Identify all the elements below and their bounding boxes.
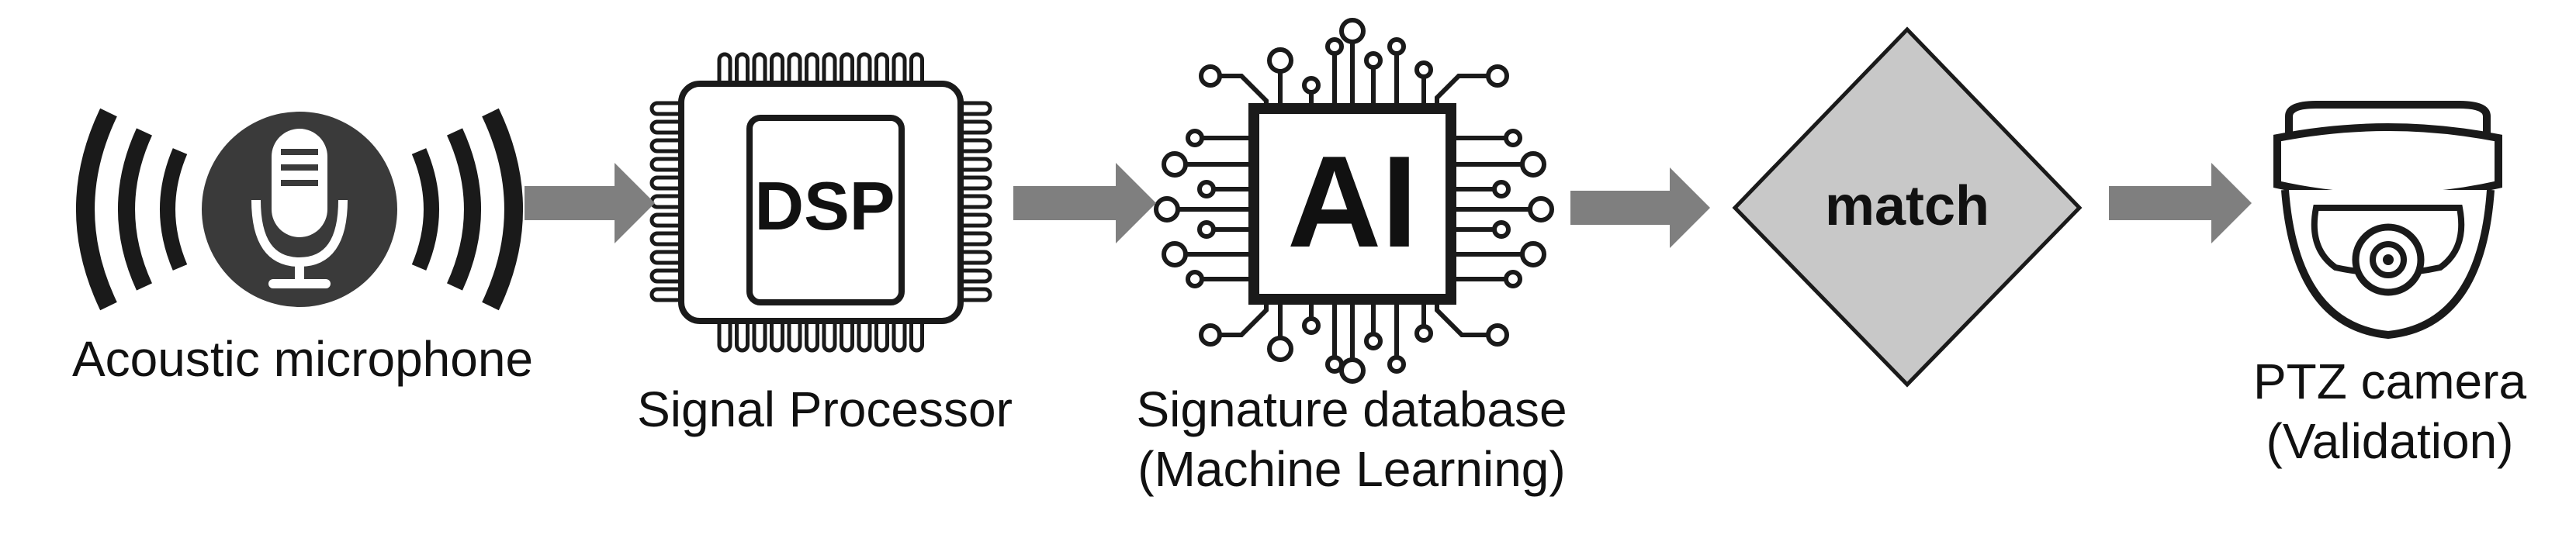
circuit-terminal: [1154, 196, 1180, 223]
ptz-camera-icon: [2273, 101, 2502, 340]
dsp-label: Signal Processor: [637, 381, 1013, 437]
circuit-terminal: [1267, 336, 1293, 362]
dsp-chip-text: DSP: [755, 167, 895, 244]
circuit-terminal: [1414, 60, 1433, 79]
circuit-terminal: [1339, 357, 1366, 384]
ai-chip-text: AI: [1287, 129, 1418, 274]
flow-arrow: [2109, 163, 2252, 243]
circuit-terminal: [1504, 129, 1522, 147]
circuit-terminal: [1387, 355, 1406, 374]
circuit-terminal: [1267, 47, 1293, 74]
circuit-terminal: [1492, 220, 1511, 239]
circuit-terminal: [1364, 332, 1383, 350]
circuit-terminal: [1197, 180, 1216, 198]
microphone-icon: [76, 108, 523, 311]
chip-core: [746, 115, 905, 305]
flow-arrow: [525, 163, 655, 243]
circuit-terminal: [1186, 270, 1204, 288]
circuit-terminal: [1414, 324, 1433, 343]
circuit-terminal: [1186, 129, 1204, 147]
circuit-terminal: [1486, 64, 1509, 88]
chip-icon: DSP: [649, 52, 992, 353]
circuit-terminal: [1199, 64, 1222, 88]
microphone-glyph: [251, 129, 348, 288]
circuit-terminal: [1486, 323, 1509, 347]
ai-label-line2: (Machine Learning): [1137, 440, 1566, 497]
sound-waves-left: [76, 108, 188, 311]
circuit-terminal: [1364, 51, 1383, 70]
camera-label: PTZ camera (Validation): [2235, 352, 2545, 471]
circuit-terminal: [1520, 151, 1546, 178]
flow-arrow: [1013, 163, 1156, 243]
circuit-terminal: [1199, 323, 1222, 347]
camera-label-line1: PTZ camera: [2252, 354, 2527, 409]
circuit-traces: [1154, 18, 1554, 384]
circuit-terminal: [1325, 37, 1344, 56]
ai-label: Signature database (Machine Learning): [1080, 380, 1623, 499]
circuit-terminal: [1197, 220, 1216, 239]
circuit-terminal: [1339, 18, 1366, 44]
circuit-terminal: [1492, 180, 1511, 198]
ai-chip-body: [1248, 103, 1456, 305]
camera-ring: [2273, 123, 2502, 201]
flow-arrow: [1570, 167, 1710, 248]
circuit-terminal: [1302, 316, 1321, 335]
circuit-terminal: [1162, 241, 1188, 267]
match-text: match: [1825, 175, 1989, 237]
sound-waves-right: [411, 108, 523, 311]
camera-lens-dot: [2383, 254, 2394, 265]
circuit-terminal: [1387, 37, 1406, 56]
ai-label-line1: Signature database: [1136, 381, 1567, 437]
circuit-terminal: [1162, 151, 1188, 178]
circuit-terminal: [1504, 270, 1522, 288]
microphone-label: Acoustic microphone: [71, 331, 534, 387]
match-decision: match: [1732, 26, 2083, 388]
match-diamond: [1732, 26, 2083, 388]
circuit-terminal: [1528, 196, 1554, 223]
camera-label-line2: (Validation): [2266, 412, 2514, 469]
circuit-terminal: [1302, 76, 1321, 95]
ai-circuit-icon: AI: [1154, 18, 1554, 384]
circuit-terminal: [1520, 241, 1546, 267]
flow-arrows: [525, 163, 2252, 248]
